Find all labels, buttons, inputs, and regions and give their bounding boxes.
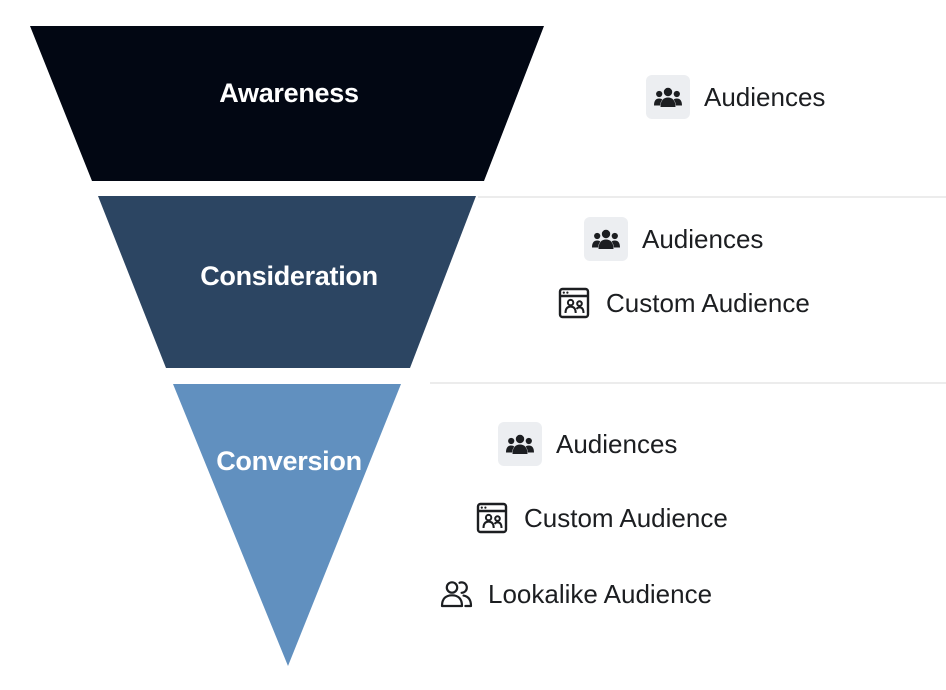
audiences-icon xyxy=(646,75,690,119)
awareness-audiences-item[interactable]: Audiences xyxy=(646,75,825,119)
conversion-lookalike-audience-label: Lookalike Audience xyxy=(488,578,713,609)
audiences-icon xyxy=(584,217,628,261)
awareness-audiences-label: Audiences xyxy=(704,81,826,112)
conversion-lookalike-audience-item[interactable]: Lookalike Audience xyxy=(438,572,712,616)
conversion-audiences-label: Audiences xyxy=(556,428,678,459)
stage-conversion-shape xyxy=(173,384,401,666)
consideration-custom-audience-label: Custom Audience xyxy=(606,287,810,318)
stage-awareness-shape xyxy=(30,26,544,181)
stage-awareness-label: Awareness xyxy=(219,78,358,108)
lookalike-audience-icon xyxy=(438,576,474,612)
consideration-audiences-label: Audiences xyxy=(642,223,764,254)
stage-consideration-shape xyxy=(98,196,476,368)
custom-audience-icon xyxy=(474,500,510,536)
conversion-custom-audience-item[interactable]: Custom Audience xyxy=(474,496,728,540)
audiences-icon xyxy=(498,422,542,466)
consideration-custom-audience-item[interactable]: Custom Audience xyxy=(556,281,810,325)
consideration-audiences-item[interactable]: Audiences xyxy=(584,217,763,261)
conversion-custom-audience-label: Custom Audience xyxy=(524,502,728,533)
stage-consideration-label: Consideration xyxy=(200,261,378,291)
stage-conversion-label: Conversion xyxy=(216,446,362,476)
conversion-audiences-item[interactable]: Audiences xyxy=(498,422,677,466)
custom-audience-icon xyxy=(556,285,592,321)
